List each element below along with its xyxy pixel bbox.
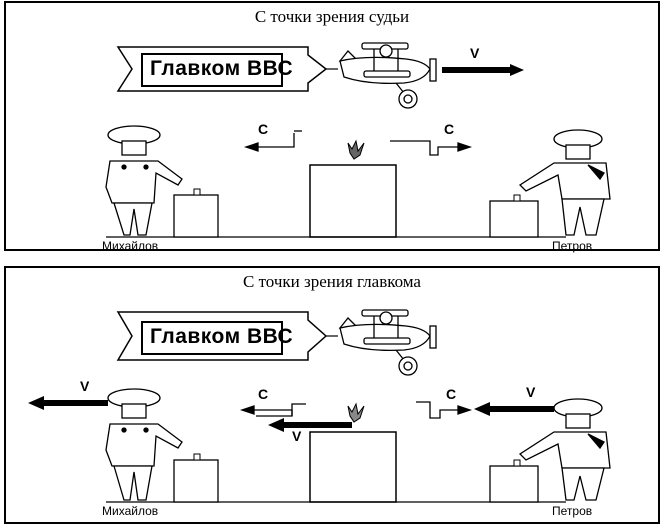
signal-arrow-left <box>239 403 306 417</box>
signal-arrow-right <box>390 140 473 156</box>
signal-right-label: С <box>446 386 457 402</box>
center-block <box>309 431 397 503</box>
right-podium <box>489 465 539 503</box>
center-velocity-label: V <box>292 428 302 444</box>
left-officer-figure <box>105 388 183 501</box>
left-podium <box>173 459 219 503</box>
commander-view-illustration <box>28 309 611 503</box>
right-button <box>513 459 521 467</box>
signal-left-label: С <box>258 386 269 402</box>
left-podium <box>173 194 219 238</box>
signal-right-label: С <box>444 121 455 137</box>
left-officer-name: Михайлов <box>102 504 159 518</box>
center-block <box>309 164 397 238</box>
left-officer-name: Михайлов <box>102 239 159 253</box>
left-velocity-label: V <box>80 378 90 394</box>
panel-referee-view: С точки зрения судьи Главком ВВС V С С М… <box>4 1 660 253</box>
right-officer-name: Петров <box>552 504 593 518</box>
right-velocity-label: V <box>526 384 536 400</box>
panel-commander-view: С точки зрения главкома Главком ВВС V V … <box>4 266 660 524</box>
right-podium <box>489 200 539 238</box>
plane-velocity-label: V <box>470 45 480 61</box>
center-velocity-arrow <box>268 418 352 432</box>
airplane-icon <box>338 309 437 376</box>
banner <box>116 311 338 361</box>
plane-velocity-arrow <box>442 64 524 76</box>
signal-arrow-left <box>243 130 302 152</box>
panel-title: С точки зрения судьи <box>254 7 410 26</box>
banner-label: Главком ВВС <box>150 325 294 348</box>
left-velocity-arrow <box>28 396 108 410</box>
referee-view-illustration <box>105 42 611 238</box>
panel-title: С точки зрения главкома <box>243 272 421 291</box>
left-button <box>193 188 201 196</box>
signal-left-label: С <box>258 121 269 137</box>
right-officer-figure <box>518 129 611 236</box>
flash-icon <box>347 139 365 160</box>
banner <box>116 46 338 92</box>
airplane-icon <box>338 42 437 109</box>
signal-arrow-right <box>416 401 473 419</box>
flash-icon <box>347 402 365 423</box>
right-button <box>513 194 521 202</box>
left-button <box>193 453 201 461</box>
right-officer-name: Петров <box>552 239 593 253</box>
left-officer-figure <box>105 125 183 236</box>
right-velocity-arrow <box>474 402 554 416</box>
banner-label: Главком ВВС <box>150 57 294 80</box>
right-officer-figure <box>518 398 611 501</box>
